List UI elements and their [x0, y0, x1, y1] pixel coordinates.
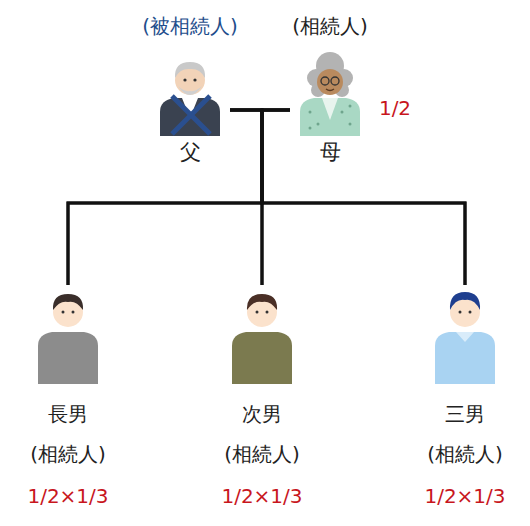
family-line: [68, 110, 290, 285]
person-name: 父: [180, 140, 201, 165]
family-line: [230, 110, 465, 285]
mother-icon: [300, 52, 360, 136]
share-fraction: 1/2×1/3: [424, 484, 505, 508]
person-name: 母: [320, 140, 341, 165]
role-heading: (相続人): [292, 14, 368, 38]
son-icon: [38, 294, 98, 384]
father-icon: [160, 62, 220, 136]
person-name: (相続人): [224, 442, 300, 466]
family-line: [262, 110, 290, 285]
heir-person: (相続人)母: [290, 60, 370, 185]
family-line: [230, 110, 262, 285]
family-line: [68, 110, 262, 285]
son-icon: [435, 292, 495, 384]
heir-person: 長男 (相続人): [13, 285, 123, 475]
person-name: (相続人): [427, 442, 503, 466]
person-name: 三男: [445, 402, 485, 426]
deceased-person: (被相続人)父: [150, 60, 230, 185]
share-fraction: 1/2×1/3: [221, 484, 302, 508]
heir-person: 三男 (相続人): [410, 285, 520, 475]
person-name: 次男: [242, 402, 282, 426]
family-line: [262, 110, 465, 285]
person-name: (相続人): [30, 442, 106, 466]
share-fraction: 1/2: [379, 96, 411, 120]
person-name: 長男: [48, 402, 88, 426]
role-heading: (被相続人): [142, 14, 238, 38]
heir-person: 次男 (相続人): [207, 285, 317, 475]
son-icon: [232, 294, 292, 384]
share-fraction: 1/2×1/3: [27, 484, 108, 508]
